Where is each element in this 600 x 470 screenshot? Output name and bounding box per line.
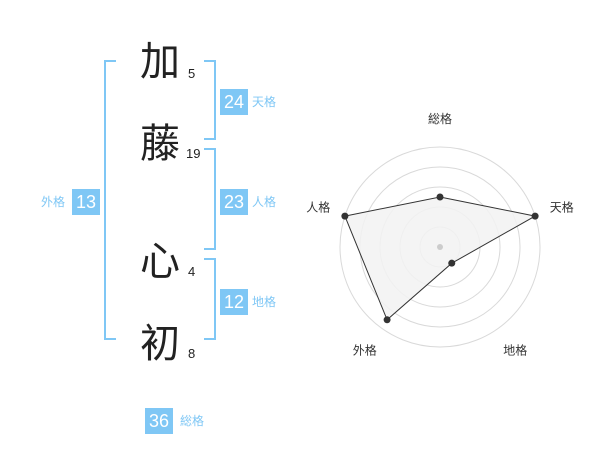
- radar-point-2: [531, 212, 539, 220]
- chikaku-bracket: [204, 258, 216, 340]
- radar-point-3: [448, 259, 456, 267]
- tenkaku-value: 24: [220, 89, 249, 115]
- gaikaku-label: 外格: [41, 195, 66, 209]
- soukaku-value: 36: [145, 408, 174, 434]
- radar-point-4: [383, 316, 391, 324]
- radar-polygon: [344, 196, 537, 321]
- name-char-3: 心: [140, 239, 180, 285]
- chikaku-label: 地格: [252, 295, 277, 309]
- name-char-2: 藤: [140, 121, 180, 167]
- radar-axis-label-1: 総格: [428, 111, 452, 126]
- gaikaku-value: 13: [72, 189, 101, 215]
- name-char-1: 加: [140, 39, 180, 85]
- jinkaku-value: 23: [220, 189, 249, 215]
- tenkaku-label: 天格: [252, 95, 277, 109]
- radar-point-1: [436, 193, 444, 201]
- name-char-4: 初: [140, 321, 180, 367]
- tenkaku-bracket: [204, 60, 216, 140]
- jinkaku-bracket: [204, 148, 216, 250]
- stroke-count-2: 19: [186, 146, 201, 161]
- radar-axis-label-5: 人格: [306, 199, 330, 214]
- stroke-count-1: 5: [188, 66, 196, 81]
- soukaku-label: 総格: [180, 414, 205, 428]
- stroke-count-4: 8: [188, 346, 196, 361]
- radar-point-5: [341, 212, 349, 220]
- radar-points: [341, 193, 539, 324]
- jinkaku-label: 人格: [252, 195, 277, 209]
- radar-axis-label-3: 地格: [503, 343, 527, 358]
- radar-ring-5: [339, 146, 541, 348]
- gaikaku-bracket: [104, 60, 116, 340]
- radar-axis-label-4: 外格: [353, 343, 377, 358]
- chikaku-value: 12: [220, 289, 249, 315]
- stroke-count-3: 4: [188, 264, 196, 279]
- radar-axis-label-2: 天格: [550, 199, 574, 214]
- radar-center-dot: [437, 244, 443, 250]
